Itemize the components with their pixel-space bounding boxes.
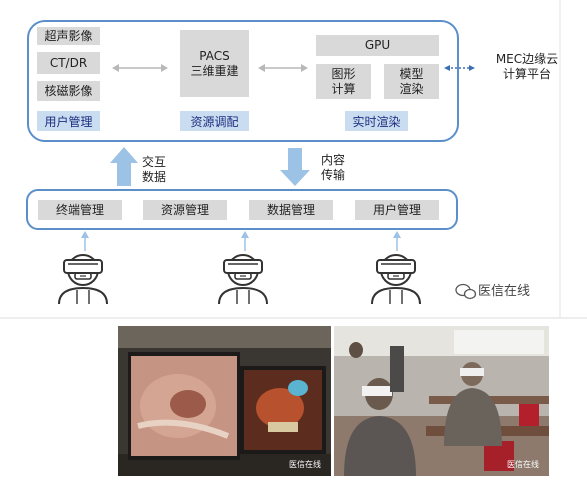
content-transfer-label: 内容 传输: [321, 153, 346, 182]
conference-vr-photo: 医信在线: [334, 326, 549, 476]
right-double-arrow: [258, 64, 308, 72]
graphics-compute-block: 图形 计算: [316, 64, 371, 99]
watermark-text: 医信在线: [478, 284, 531, 299]
mri-block: 核磁影像: [37, 81, 100, 101]
left-double-arrow: [112, 64, 168, 72]
mec-dashed-arrow: [444, 65, 475, 71]
vr-headset-user-icon-1: [58, 254, 108, 305]
vr-headset-user-icon-3: [371, 254, 421, 305]
wechat-icon: [455, 283, 477, 300]
realtime-render-label: 实时渲染: [345, 111, 408, 131]
pacs-block: PACS 三维重建: [180, 30, 249, 97]
terminal-management-block: 终端管理: [38, 200, 122, 220]
user-management-bottom-block: 用户管理: [355, 200, 439, 220]
ct-dr-block: CT/DR: [37, 52, 100, 74]
vr-headset-user-icon-2: [218, 254, 268, 305]
photo-watermark-1: 医信在线: [289, 460, 321, 469]
data-management-block: 数据管理: [249, 200, 333, 220]
resource-management-block: 资源管理: [143, 200, 227, 220]
user-management-top-label: 用户管理: [37, 111, 100, 131]
resource-allocation-label: 资源调配: [180, 111, 249, 131]
interaction-data-label: 交互 数据: [142, 155, 167, 184]
gpu-block: GPU: [316, 35, 439, 56]
photo-watermark-2: 医信在线: [507, 460, 539, 469]
content-down-arrow: [280, 148, 310, 186]
mec-label: MEC边缘云 计算平台: [495, 52, 559, 81]
surgery-screen-photo: 医信在线: [118, 326, 331, 476]
ultrasound-block: 超声影像: [37, 27, 100, 45]
model-render-block: 模型 渲染: [384, 64, 439, 99]
interaction-up-arrow: [110, 147, 138, 186]
user-connectors: [81, 231, 401, 251]
